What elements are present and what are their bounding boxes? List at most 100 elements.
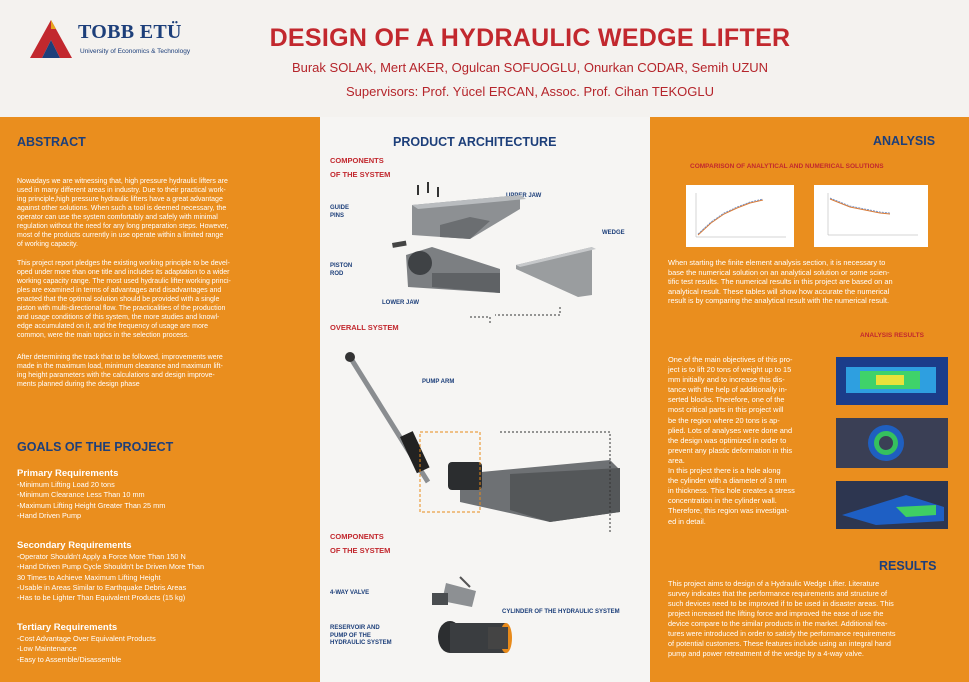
tobb-etu-logo-icon xyxy=(30,20,72,58)
text-line: mm initially and to increase this dis- xyxy=(668,375,785,385)
text-line: ed in detail. xyxy=(668,516,706,526)
wedge-label: WEDGE xyxy=(602,230,625,236)
text-line: be the region where 20 tons is ap- xyxy=(668,415,780,425)
list-item: -Easy to Assemble/Disassemble xyxy=(17,654,122,664)
text-line: tures were introduced in order to satisf… xyxy=(668,629,896,638)
pump-arm-icon xyxy=(345,352,431,484)
text-line: prevent any plastic deformation in this xyxy=(668,445,793,455)
text-line: tific test results. The numerical result… xyxy=(668,277,893,287)
list-item: -Maximum Lifting Height Greater Than 25 … xyxy=(17,500,166,510)
text-line: oped under more than one title and inclu… xyxy=(17,269,230,276)
text-line: analytical result. These tables will sho… xyxy=(668,286,890,296)
text-line: ing principle,high pressure hydraulic li… xyxy=(17,196,223,203)
abstract-paragraph-3: After determining the track that to be f… xyxy=(17,353,307,389)
reservoir-label: RESERVOIR AND PUMP OF THE HYDRAULIC SYST… xyxy=(330,625,392,648)
text-line: device compare to the similar products i… xyxy=(668,619,888,628)
text-line: area. xyxy=(668,455,685,465)
text-line: enacted that the optimal solution should… xyxy=(17,296,220,303)
list-item: -Has to be Lighter Than Equivalent Produ… xyxy=(17,593,186,603)
tertiary-requirements-list: -Cost Advantage Over Equivalent Products… xyxy=(17,634,252,665)
analysis-heading: ANALYSIS xyxy=(873,134,936,148)
label-line: HYDRAULIC SYSTEM xyxy=(330,640,392,646)
university-logo: TOBB ETÜ University of Economics & Techn… xyxy=(28,18,198,68)
text-line: the cylinder with a diameter of 3 mm xyxy=(668,476,787,486)
analysis-results-title: ANALYSIS RESULTS xyxy=(860,332,924,339)
text-line: such devices need to be improved if to b… xyxy=(668,599,894,608)
goals-heading: GOALS OF THE PROJECT xyxy=(17,440,174,454)
text-line: edge accumulated on it, and the frequenc… xyxy=(17,323,209,330)
label-line: GUIDE xyxy=(330,205,350,211)
list-item: -Cost Advantage Over Equivalent Products xyxy=(17,634,156,643)
components-label-bottom: COMPONENTS OF THE SYSTEM xyxy=(330,530,390,558)
label-line: COMPONENTS xyxy=(330,156,384,165)
piston-rod-label: PISTON ROD xyxy=(330,263,352,278)
four-way-valve-icon xyxy=(432,576,476,607)
analysis-results-paragraph: One of the main objectives of this pro- … xyxy=(668,355,828,527)
text-line: piston with multi-directional flow. The … xyxy=(17,305,226,312)
lower-jaw-label: LOWER JAW xyxy=(382,300,419,306)
text-line: working capacity range. The most used hy… xyxy=(17,278,231,285)
text-line: In this project there is a hole along xyxy=(668,466,781,476)
valve-highlight-box xyxy=(419,431,481,513)
text-line: made in the maximum load, minimum cleara… xyxy=(17,363,223,370)
text-line: result is by comparing the analytical re… xyxy=(668,296,889,306)
abstract-heading: ABSTRACT xyxy=(17,135,86,149)
label-line: OF THE SYSTEM xyxy=(330,170,391,179)
overall-system-label: OVERALL SYSTEM xyxy=(330,323,399,332)
text-line: When starting the finite element analysi… xyxy=(668,258,886,267)
text-line: tance with the help of additionally in- xyxy=(668,385,788,395)
comparison-chart-2-image xyxy=(814,185,928,247)
comparison-chart-1-image xyxy=(686,185,794,247)
text-line: used in many different areas in industry… xyxy=(17,187,226,194)
upper-jaw-icon xyxy=(412,195,526,239)
cylinder-label: CYLINDER OF THE HYDRAULIC SYSTEM xyxy=(502,609,620,615)
text-line: ples are examined in terms of advantages… xyxy=(17,287,222,294)
list-item: -Hand Driven Pump xyxy=(17,510,82,520)
text-line: operator can use the system comfortably … xyxy=(17,214,218,221)
primary-requirements-list: -Minimum Lifting Load 20 tons -Minimum C… xyxy=(17,480,252,521)
components-label-top: COMPONENTS OF THE SYSTEM xyxy=(330,154,390,182)
text-line: After determining the track that to be f… xyxy=(17,354,223,361)
text-line: most of the products currently in use op… xyxy=(17,232,224,239)
text-line: One of the main objectives of this pro- xyxy=(668,355,793,364)
wedge-icon xyxy=(516,247,596,297)
authors: Burak SOLAK, Mert AKER, Ogulcan SOFUOGLU… xyxy=(291,60,769,75)
lower-jaw-icon xyxy=(406,247,500,293)
comparison-paragraph: When starting the finite element analysi… xyxy=(668,258,960,306)
list-item: -Usable in Areas Similar to Earthquake D… xyxy=(17,582,187,592)
label-line: COMPONENTS xyxy=(330,532,384,541)
supervisors: Supervisors: Prof. Yücel ERCAN, Assoc. P… xyxy=(346,84,714,99)
text-line: base the numerical solution on an analyt… xyxy=(668,267,890,277)
label-line: PINS xyxy=(330,212,345,219)
text-line: concentration in the cylinder wall. xyxy=(668,496,777,506)
fea-result-3-image xyxy=(836,481,948,529)
text-line: This project report pledges the existing… xyxy=(17,260,230,267)
poster-title: DESIGN OF A HYDRAULIC WEDGE LIFTER xyxy=(269,24,791,52)
text-line: of working capacity. xyxy=(17,241,78,248)
label-line: RESERVOIR AND xyxy=(330,625,380,631)
bottom-components-illustration xyxy=(432,576,512,653)
label-line: ROD xyxy=(330,270,344,277)
tertiary-requirements-title: Tertiary Requirements xyxy=(17,622,118,633)
list-item: 30 Times to Achieve Maximum Lifting Heig… xyxy=(17,572,161,582)
text-line: in thickness. This hole creates a stress xyxy=(668,486,795,496)
text-line: and usage conditions of this system, the… xyxy=(17,314,220,321)
text-line: pump and power retreatment of the wedge … xyxy=(668,649,864,658)
text-line: project increased the lifting force and … xyxy=(668,609,884,618)
text-line: ing height parameters with the calculati… xyxy=(17,372,215,379)
text-line: serted blocks. Therefore, one of the xyxy=(668,395,785,405)
abstract-paragraph-1: Nowadays we are witnessing that, high pr… xyxy=(17,177,307,249)
list-item: -Minimum Lifting Load 20 tons xyxy=(17,480,115,489)
text-line: most critical parts in this project will xyxy=(668,405,784,415)
fea-result-2-image xyxy=(836,418,948,468)
guide-pins-icon xyxy=(417,182,439,197)
logo-name: TOBB ETÜ xyxy=(78,21,182,43)
exploded-components-illustration xyxy=(392,182,596,297)
right-column: ANALYSIS COMPARISON OF ANALYTICAL AND NU… xyxy=(650,117,969,682)
text-line: Nowadays we are witnessing that, high pr… xyxy=(17,178,228,185)
left-column: ABSTRACT Nowadays we are witnessing that… xyxy=(0,117,320,682)
list-item: -Minimum Clearance Less Than 10 mm xyxy=(17,490,145,500)
secondary-requirements-title: Secondary Requirements xyxy=(17,540,132,551)
secondary-requirements-list: -Operator Shouldn't Apply a Force More T… xyxy=(17,552,252,603)
text-line: ments planned during the design phase xyxy=(17,381,140,388)
